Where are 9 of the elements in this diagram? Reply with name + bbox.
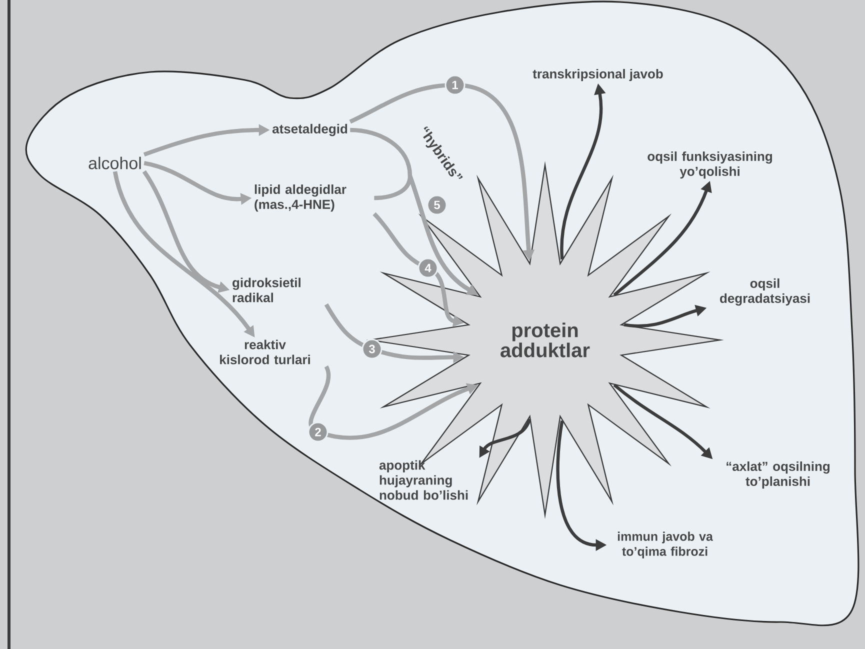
text-label: alcohol — [88, 156, 141, 170]
text-label: lipid aldegidlar (mas.,4-HNE) — [254, 184, 346, 212]
text-label: apoptik hujayraning nobud bo’lishi — [379, 460, 468, 500]
text-label: gidroksietil radikal — [232, 278, 300, 302]
text-label: reaktiv kislorod turlari — [220, 340, 310, 364]
text-label: transkripsional javob — [532, 68, 663, 82]
text-label: “axlat” oqsilning to’planishi — [726, 461, 830, 489]
text-label: immun javob va to’qima fibrozi — [618, 532, 713, 558]
text-label: atsetaldegid — [272, 124, 348, 136]
